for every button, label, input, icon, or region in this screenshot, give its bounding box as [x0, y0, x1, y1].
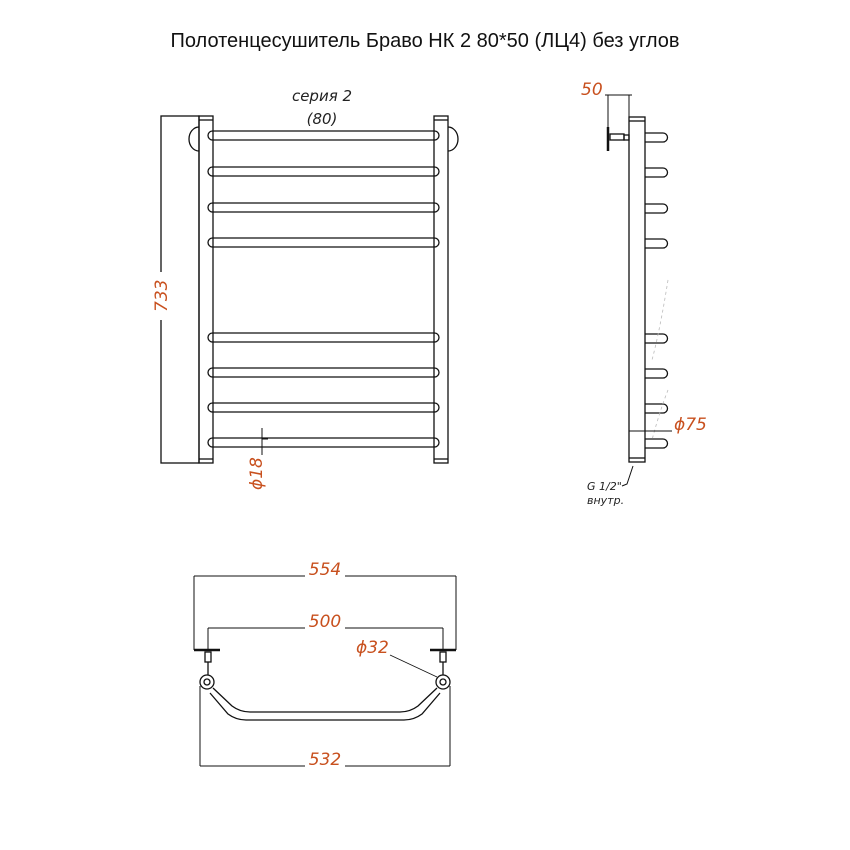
- side-vertical-pipe: [628, 116, 646, 463]
- thread-note: внутр.: [587, 494, 624, 507]
- left-mount-arc: [188, 126, 200, 152]
- top-view: [193, 575, 457, 767]
- left-pipe-circle: [199, 674, 215, 690]
- series-label: серия 2: [292, 87, 352, 105]
- rail-width-dimension: 532: [309, 750, 341, 770]
- center-distance-dimension: 500: [309, 612, 341, 632]
- side-rails: [645, 132, 669, 449]
- drawing-title: Полотенцесушитель Браво НК 2 80*50 (ЛЦ4)…: [170, 30, 680, 52]
- overall-width-dimension: 554: [309, 560, 341, 580]
- height-dimension: 733: [152, 280, 172, 312]
- pipe-diameter-dimension: ϕ32: [356, 638, 389, 658]
- series-value: (80): [307, 110, 338, 128]
- left-vertical-pipe: [198, 115, 214, 464]
- right-vertical-pipe: [433, 115, 449, 464]
- side-view: [605, 94, 672, 487]
- rails: [207, 130, 440, 448]
- right-pipe-circle: [435, 674, 451, 690]
- front-view: [160, 115, 459, 464]
- right-mount-arc: [447, 126, 459, 152]
- rail-diameter-dimension: ϕ18: [247, 457, 267, 490]
- mount-diameter-dimension: ϕ75: [674, 415, 707, 435]
- height-label-gap: [157, 272, 167, 320]
- offset-dimension: 50: [581, 80, 603, 100]
- thread-label: G 1/2": [587, 480, 622, 493]
